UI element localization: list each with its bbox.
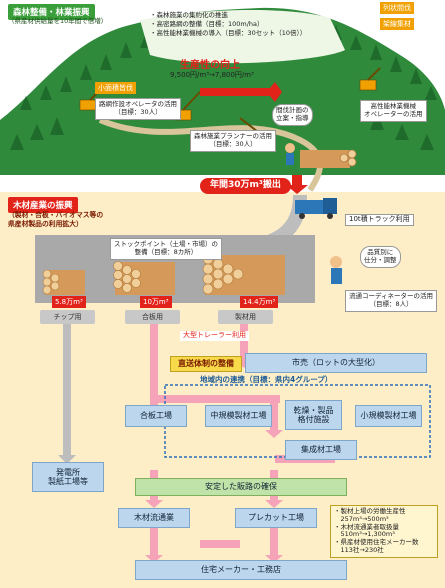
machine-label: 高性能林業機械 — [370, 102, 417, 110]
forest-bullet-2: ・高密路網の整備（目標：100m/ha） — [150, 20, 264, 28]
annual-output-banner: 年間30万m³搬出 — [200, 178, 291, 194]
machine-note: 高性能林業機械 オペレーターの活用 — [360, 100, 427, 122]
plan-sub: 立案・指導 — [276, 113, 309, 122]
stock-point-note: ストックポイント（土場・市場）の 整備（目標：8カ所） — [110, 238, 222, 260]
coordinator-person — [330, 256, 342, 284]
chip-arrow — [63, 320, 71, 455]
coordinator-goal: （目標：8人） — [369, 299, 413, 308]
forest-bullet-1: ・森林施業の集約化の推進 — [150, 11, 228, 19]
truck-label: 10t積トラック利用 — [345, 214, 414, 226]
builder-box: 住宅メーカー・工務店 — [135, 560, 347, 580]
plywood-factory-box: 合板工場 — [125, 405, 187, 427]
grading-label: 品質別に — [367, 248, 394, 256]
planner-label: 森林施業プランナーの活用 — [194, 132, 272, 140]
region-label: 地域内の連携（目標：県内4グループ） — [200, 375, 333, 385]
chip-factory-label: 製紙工場等 — [48, 477, 88, 486]
drying-label-1: 乾燥・製品 — [293, 405, 334, 415]
plan-note: 間伐計画の 立案・指導 — [272, 104, 313, 126]
tag-cable-yarding: 架線集材 — [380, 18, 414, 30]
delivery-box: 直送体制の整備 — [170, 356, 242, 372]
grading-sub: 仕分・調整 — [364, 255, 397, 264]
distribution-box: 木材流通業 — [118, 508, 190, 528]
stat-line-2: 257m³→500m³ — [334, 514, 389, 523]
power-label: 発電所 — [56, 467, 80, 477]
volume-plywood: 10万m³ — [140, 296, 172, 308]
drying-label-2: 格付施設 — [297, 415, 330, 424]
stats-note: ・製材上場の労働生産性 257m³→500m³ ・木材流通業者取扱量 510m³… — [330, 505, 438, 558]
forest-section-title: 森林整備・林業振興 — [8, 4, 95, 20]
volume-chip: 5.8万m³ — [52, 296, 86, 308]
stat-line-4: 510m³→1,300m³ — [334, 530, 395, 539]
mid-sawmill-box: 中規模製材工場 — [205, 405, 272, 427]
tag-row-thinning: 列状間伐 — [380, 2, 414, 14]
grading-note: 品質別に 仕分・調整 — [360, 246, 401, 268]
industry-subtitle-2: 県産材製品の利用拡大） — [8, 220, 83, 228]
productivity-value: 9,500円/m³→7,800円/m³ — [170, 71, 254, 79]
coordinator-label: 流通コーディネーターの活用 — [349, 292, 434, 300]
use-lumber: 製材用 — [218, 310, 273, 324]
planner-goal: （目標：30人） — [209, 139, 257, 148]
volume-lumber: 14.4万m³ — [240, 296, 279, 308]
operator-note: 路網作設オペレータの活用 （目標：30人） — [95, 98, 181, 120]
use-chip: チップ用 — [40, 310, 95, 324]
log-pile-forest — [300, 149, 357, 168]
log-stack-plywood — [113, 261, 175, 295]
log-stack-chip — [42, 269, 85, 295]
precut-box: プレカット工場 — [235, 508, 317, 528]
forest-bullet-3: ・高性能林業機械の導入（目標：30セット（10倍）） — [150, 29, 307, 37]
industry-section-title: 木材産業の振興 — [8, 197, 78, 213]
forest-worker — [285, 143, 295, 165]
power-plant-box: 発電所製紙工場等 — [32, 462, 104, 492]
stat-line-5: ・県産材使用住宅メーカー数 — [334, 538, 419, 547]
tag-small-clearcut: 小面積皆伐 — [95, 82, 136, 94]
chip-arrow-head — [58, 455, 76, 464]
operator-label: 路網作設オペレータの活用 — [99, 100, 177, 108]
stat-line-6: 113社→230社 — [334, 545, 384, 554]
market-box: 市売（ロットの大型化） — [245, 353, 427, 373]
industry-subtitle-1: （製材・合板・バイオマス等の — [8, 211, 104, 219]
stock-point-label: ストックポイント（土場・市場）の — [114, 240, 218, 248]
productivity-title: 生産性の向上 — [180, 60, 240, 71]
small-sawmill-box: 小規模製材工場 — [355, 405, 422, 427]
forest-trees — [10, 25, 437, 150]
planner-note: 森林施業プランナーの活用 （目標：30人） — [190, 130, 276, 152]
use-plywood: 合板用 — [125, 310, 180, 324]
trailer-label: 大型トレーラー利用 — [180, 331, 249, 341]
transport-arrow — [286, 175, 308, 194]
productivity-arrow — [200, 82, 282, 102]
clearing — [140, 9, 345, 64]
machine-sub: オペレーターの活用 — [364, 109, 423, 118]
stat-line-1: ・製材上場の労働生産性 — [334, 507, 406, 515]
drying-facility-box: 乾燥・製品格付施設 — [285, 400, 342, 430]
stat-line-3: ・木材流通業者取扱量 — [334, 522, 399, 531]
laminated-factory-box: 集成材工場 — [285, 440, 357, 460]
plan-title: 間伐計画の — [276, 106, 309, 114]
log-stack-lumber — [202, 253, 285, 295]
stock-point-goal: 整備（目標：8カ所） — [134, 247, 198, 256]
operator-goal: （目標：30人） — [114, 107, 162, 116]
truck-illustration — [295, 198, 337, 219]
stable-market-box: 安定した販路の確保 — [135, 478, 347, 496]
coordinator-note: 流通コーディネーターの活用 （目標：8人） — [345, 290, 438, 312]
forest-section-subtitle: （県産材供給量を10年間で倍増） — [8, 17, 108, 25]
